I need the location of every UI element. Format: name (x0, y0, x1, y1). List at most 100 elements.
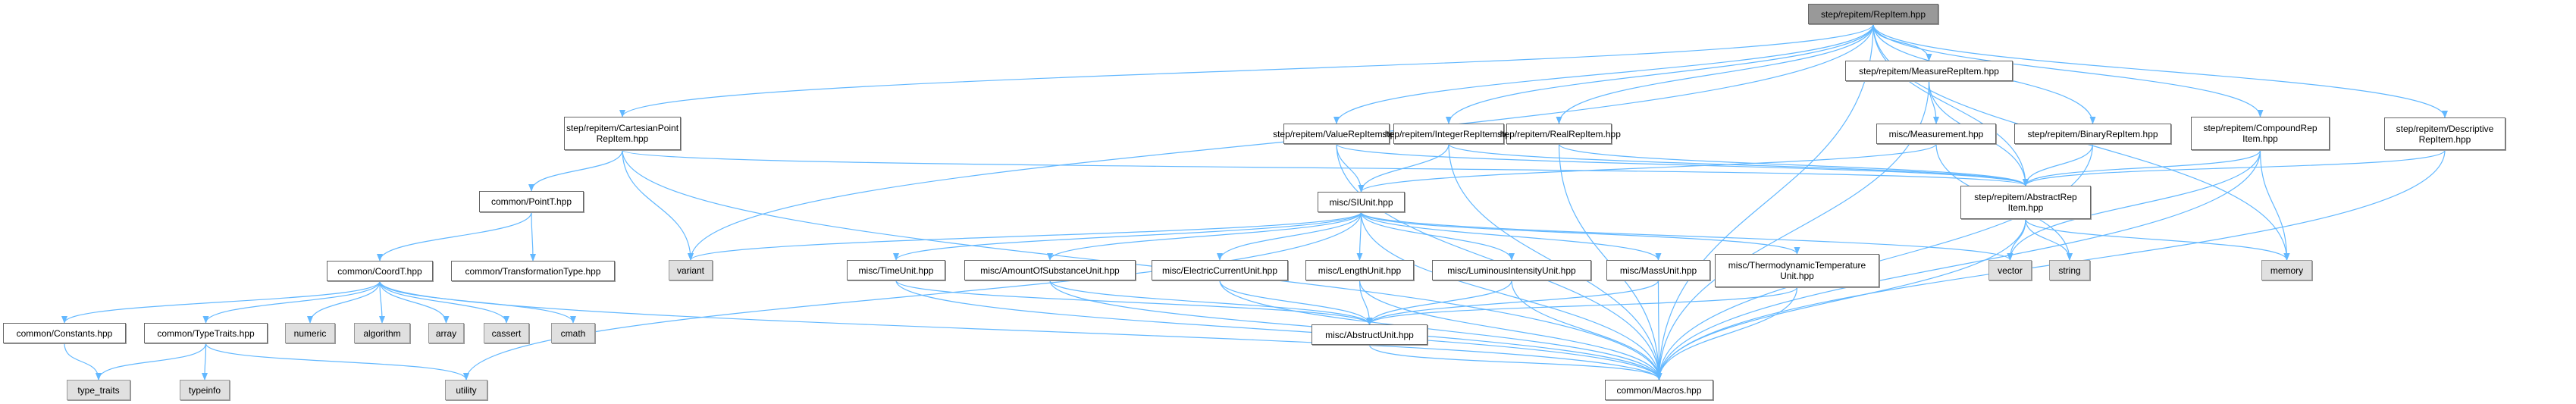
edge-siunit-to-length (1356, 211, 1363, 261)
node-measurement[interactable]: misc/Measurement.hpp (1876, 124, 1996, 144)
node-array: array (428, 323, 464, 343)
node-cassert: cassert (484, 323, 529, 343)
edge-integer-to-abstractrep (1448, 143, 2029, 186)
edge-timeunit-to-macros (895, 280, 1662, 381)
node-cartesian[interactable]: step/repitem/CartesianPoint RepItem.hpp (564, 117, 681, 150)
edge-coordt-to-typetraits (202, 280, 381, 324)
edge-root-to-measure (1872, 23, 1932, 61)
edge-coordt-to-constants (61, 280, 381, 324)
edge-compound-to-macros (1656, 149, 2261, 381)
edge-timeunit-to-abstractunit (895, 280, 1373, 325)
edge-luminous-to-macros (1511, 280, 1662, 381)
edge-binary-to-abstractrep (2023, 143, 2094, 186)
edge-root-to-integer (1446, 23, 1874, 124)
node-vector: vector (1988, 260, 2032, 280)
node-constants[interactable]: common/Constants.hpp (3, 323, 126, 343)
node-value[interactable]: step/repitem/ValueRepItem.hpp (1273, 124, 1400, 144)
edge-coordt-to-cassert (379, 280, 509, 324)
edge-siunit-to-luminous (1360, 211, 1515, 261)
edge-root-to-value (1333, 23, 1874, 124)
edge-abstractrep-to-memory (2025, 218, 2290, 261)
node-mass[interactable]: misc/MassUnit.hpp (1606, 260, 1710, 280)
edge-cartesian-to-macros (622, 149, 1662, 381)
node-integer[interactable]: step/repitem/IntegerRepItem.hpp (1382, 124, 1515, 144)
edge-typetraits-to-type-traits (96, 343, 207, 381)
edge-siunit-to-thermo (1360, 211, 1800, 255)
edge-root-to-cartesian (619, 23, 1874, 117)
edge-amount-to-abstractunit (1049, 280, 1373, 325)
edge-coordt-to-macros (379, 280, 1662, 381)
node-typeinfo: typeinfo (180, 380, 230, 400)
edge-siunit-to-macros (1360, 211, 1662, 381)
edge-constants-to-type-traits (64, 343, 102, 381)
edge-cartesian-to-pointt (528, 149, 623, 192)
edge-measurement-to-siunit (1358, 143, 1937, 193)
node-type-traits: type_traits (67, 380, 130, 400)
node-measure[interactable]: step/repitem/MeasureRepItem.hpp (1845, 61, 2013, 81)
node-descriptive[interactable]: step/repitem/Descriptive RepItem.hpp (2384, 117, 2505, 150)
edge-siunit-to-utility (463, 211, 1362, 381)
edge-coordt-to-array (379, 280, 450, 324)
node-numeric: numeric (285, 323, 335, 343)
node-amount[interactable]: misc/AmountOfSubstanceUnit.hpp (964, 260, 1136, 280)
edge-typetraits-to-typeinfo (202, 343, 208, 381)
edge-siunit-to-electric (1217, 211, 1362, 261)
edge-siunit-to-mass (1360, 211, 1662, 261)
edge-pointt-to-transform (529, 211, 536, 262)
node-siunit[interactable]: misc/SIUnit.hpp (1318, 192, 1405, 212)
node-compound[interactable]: step/repitem/CompoundRep Item.hpp (2191, 117, 2330, 150)
edge-root-to-abstractrep (1872, 23, 2029, 186)
edge-integer-to-siunit (1358, 143, 1449, 193)
node-cmath: cmath (551, 323, 595, 343)
node-timeunit[interactable]: misc/TimeUnit.hpp (847, 260, 945, 280)
edge-root-to-descriptive (1872, 23, 2448, 118)
node-real[interactable]: step/repitem/RealRepItem.hpp (1497, 124, 1621, 144)
node-length[interactable]: misc/LengthUnit.hpp (1305, 260, 1414, 280)
node-pointt[interactable]: common/PointT.hpp (479, 191, 584, 212)
edge-electric-to-abstractunit (1219, 280, 1373, 325)
edge-mass-to-abstractunit (1366, 280, 1659, 325)
node-root[interactable]: step/repitem/RepItem.hpp (1808, 4, 1938, 24)
edge-siunit-to-vector (1360, 211, 2013, 261)
node-macros[interactable]: common/Macros.hpp (1605, 380, 1713, 400)
node-transform[interactable]: common/TransformationType.hpp (451, 261, 615, 281)
edge-compound-to-abstractrep (2023, 149, 2261, 186)
edge-luminous-to-abstractunit (1366, 280, 1512, 325)
node-luminous[interactable]: misc/LuminousIntensityUnit.hpp (1432, 260, 1591, 280)
node-electric[interactable]: misc/ElectricCurrentUnit.hpp (1152, 260, 1288, 280)
edge-abstractrep-to-macros (1656, 218, 2026, 381)
node-variant: variant (669, 260, 713, 280)
edge-thermo-to-macros (1656, 287, 1798, 381)
node-abstractunit[interactable]: misc/AbstructUnit.hpp (1312, 324, 1427, 345)
node-coordt[interactable]: common/CoordT.hpp (327, 261, 433, 281)
edge-abstractunit-to-macros (1368, 344, 1662, 381)
edge-root-to-variant (688, 23, 1874, 261)
edge-electric-to-macros (1219, 280, 1662, 381)
node-thermo[interactable]: misc/ThermodynamicTemperature Unit.hpp (1715, 254, 1879, 287)
node-algorithm: algorithm (354, 323, 410, 343)
edge-siunit-to-variant (688, 211, 1362, 261)
node-typetraits[interactable]: common/TypeTraits.hpp (144, 323, 268, 343)
edge-value-to-abstractrep (1336, 143, 2029, 186)
edge-length-to-macros (1359, 280, 1662, 381)
edge-real-to-abstractrep (1558, 143, 2029, 186)
node-string: string (2049, 260, 2090, 280)
edge-root-to-macros (1656, 23, 1874, 381)
edge-root-to-real (1556, 23, 1874, 124)
edge-root-to-compound (1872, 23, 2264, 117)
edge-abstractrep-to-string (2025, 218, 2073, 261)
edge-thermo-to-abstractunit (1366, 287, 1798, 325)
edge-coordt-to-algorithm (378, 280, 385, 324)
edge-coordt-to-numeric (307, 280, 381, 324)
edge-pointt-to-coordt (377, 211, 532, 262)
edge-siunit-to-timeunit (893, 211, 1362, 261)
edge-compound-to-vector (2007, 149, 2261, 261)
edge-cartesian-to-variant (622, 149, 694, 261)
edge-typetraits-to-utility (205, 343, 469, 381)
edge-siunit-to-amount (1047, 211, 1362, 261)
node-binary[interactable]: step/repitem/BinaryRepItem.hpp (2014, 124, 2171, 144)
edge-descriptive-to-abstractrep (2023, 149, 2446, 186)
edge-cartesian-to-abstractrep (622, 149, 2029, 186)
node-abstractrep[interactable]: step/repitem/AbstractRep Item.hpp (1960, 186, 2091, 219)
